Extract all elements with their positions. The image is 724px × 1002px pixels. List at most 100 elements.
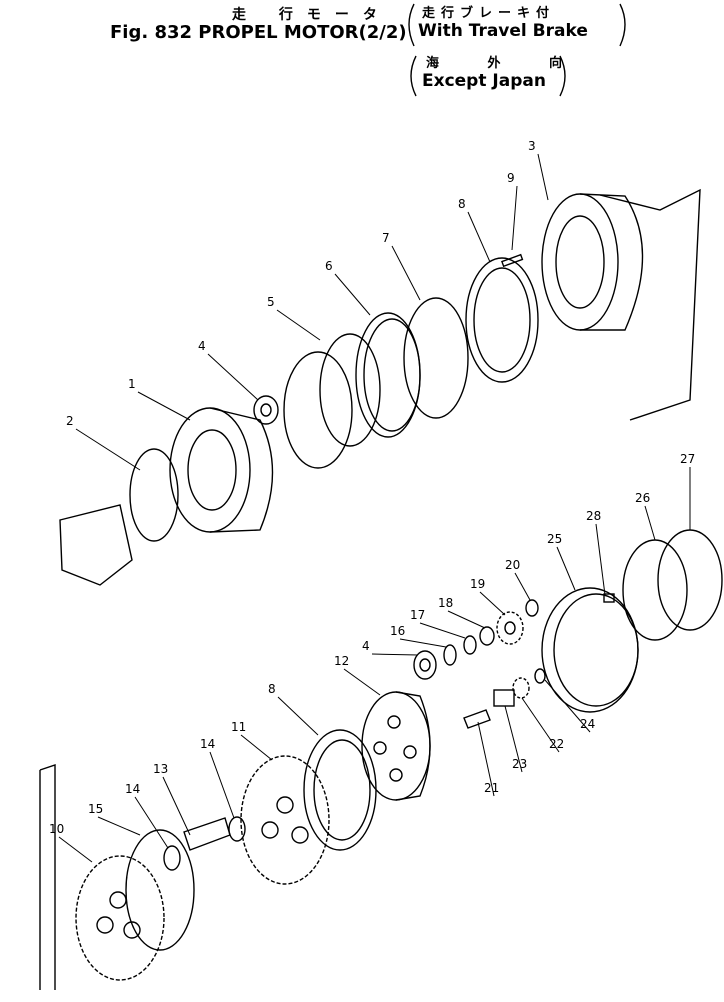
callout-label: 27 [680, 452, 695, 466]
callout-leader [447, 610, 486, 629]
callout-label: 2 [66, 414, 74, 428]
callout-leader [207, 353, 259, 401]
part-bushing-23 [493, 689, 515, 707]
part-bolt-21 [463, 709, 491, 729]
callout-leader [97, 816, 141, 836]
part-washer-16 [443, 644, 457, 666]
callout-leader [511, 185, 518, 251]
variant-with-brake-jp: 走行ブレーキ付 [422, 6, 556, 21]
callout-leader [479, 591, 506, 616]
callout-label: 4 [362, 639, 370, 653]
callout-label: 9 [507, 171, 515, 185]
callout-leader [399, 638, 447, 648]
paren-brackets [408, 3, 626, 97]
callout-label: 3 [528, 139, 536, 153]
part-housing-3 [541, 193, 644, 331]
callout-label: 22 [549, 737, 564, 751]
variant-with-brake-en: With Travel Brake [418, 21, 588, 41]
callout-label: 17 [410, 608, 425, 622]
callout-leader [391, 245, 421, 301]
variant-except-japan: 海 外 向 Except Japan [414, 52, 584, 91]
leader-bracket-upper [599, 188, 701, 421]
callout-leader [162, 776, 191, 836]
callout-label: 8 [268, 682, 276, 696]
part-cover-25 [541, 587, 639, 713]
part-ring-gear-8-lower [303, 729, 377, 851]
callout-label: 7 [382, 231, 390, 245]
callout-leader [514, 572, 531, 601]
part-sun-gear-10 [75, 855, 165, 981]
part-ring-8-upper [465, 257, 539, 383]
part-carrier-12 [361, 691, 431, 801]
part-planet-gear-11 [240, 755, 330, 885]
callout-label: 1 [128, 377, 136, 391]
callout-leader [276, 309, 321, 341]
callout-label: 20 [505, 558, 520, 572]
part-bearing-14-b [163, 845, 181, 871]
part-gear-19 [496, 611, 524, 645]
callout-label: 5 [267, 295, 275, 309]
callout-leader [343, 668, 381, 696]
callout-label: 14 [125, 782, 140, 796]
callout-leader [537, 153, 549, 201]
callout-label: 18 [438, 596, 453, 610]
callout-label: 11 [231, 720, 246, 734]
callout-leader [544, 679, 591, 733]
callout-leader [58, 836, 93, 863]
callout-label: 16 [390, 624, 405, 638]
callout-label: 6 [325, 259, 333, 273]
part-snap-ring-20 [525, 599, 539, 617]
callout-label: 21 [484, 781, 499, 795]
callout-leader [556, 546, 576, 591]
callout-label: 13 [153, 762, 168, 776]
part-pin-9 [501, 253, 524, 268]
callout-label: 8 [458, 197, 466, 211]
callout-leader [134, 796, 169, 849]
callout-leader [137, 391, 191, 421]
callout-label: 25 [547, 532, 562, 546]
callout-leader [75, 428, 141, 471]
part-oring-2 [129, 448, 179, 542]
callout-leader [467, 211, 491, 263]
part-bearing-14-a [228, 816, 246, 842]
part-ring-27 [657, 529, 723, 631]
part-gear-22 [512, 677, 530, 699]
part-motor-block [59, 504, 133, 586]
title-japanese: 走 行モータ [232, 7, 391, 23]
part-ring-26 [622, 539, 688, 641]
callout-leader [240, 734, 273, 761]
part-bearing-4-lower [413, 650, 437, 680]
part-plug-28 [603, 593, 615, 603]
callout-leader [334, 273, 371, 316]
variant-with-brake: 走行ブレーキ付 With Travel Brake [410, 2, 588, 41]
callout-label: 10 [49, 822, 64, 836]
part-snap-ring-24 [534, 668, 546, 684]
callout-leader [277, 696, 319, 736]
part-snap-ring-17 [463, 635, 477, 655]
callout-label: 19 [470, 577, 485, 591]
callout-label: 23 [512, 757, 527, 771]
callout-label: 28 [586, 509, 601, 523]
part-bearing-4-upper [253, 395, 279, 425]
callout-leader [595, 523, 606, 596]
callout-label: 15 [88, 802, 103, 816]
callout-leader [504, 705, 523, 773]
page-title: Fig. 832 PROPEL MOTOR(2/2) [110, 22, 407, 43]
callout-label: 12 [334, 654, 349, 668]
part-shaft-13 [183, 817, 231, 851]
leader-bracket-lower [39, 764, 56, 990]
callout-label: 4 [198, 339, 206, 353]
part-ring-6 [355, 312, 421, 438]
part-oring-7 [403, 297, 469, 419]
part-ring-15 [125, 829, 195, 951]
variant-except-japan-jp: 海 外 向 [426, 56, 585, 71]
callout-leader [209, 751, 235, 819]
callout-leader [419, 622, 466, 639]
part-bearing-18 [479, 626, 495, 646]
variant-except-japan-en: Except Japan [422, 71, 546, 91]
callout-leader [477, 721, 495, 797]
callout-leader [521, 697, 560, 753]
callout-leader [371, 653, 419, 656]
callout-label: 24 [580, 717, 595, 731]
